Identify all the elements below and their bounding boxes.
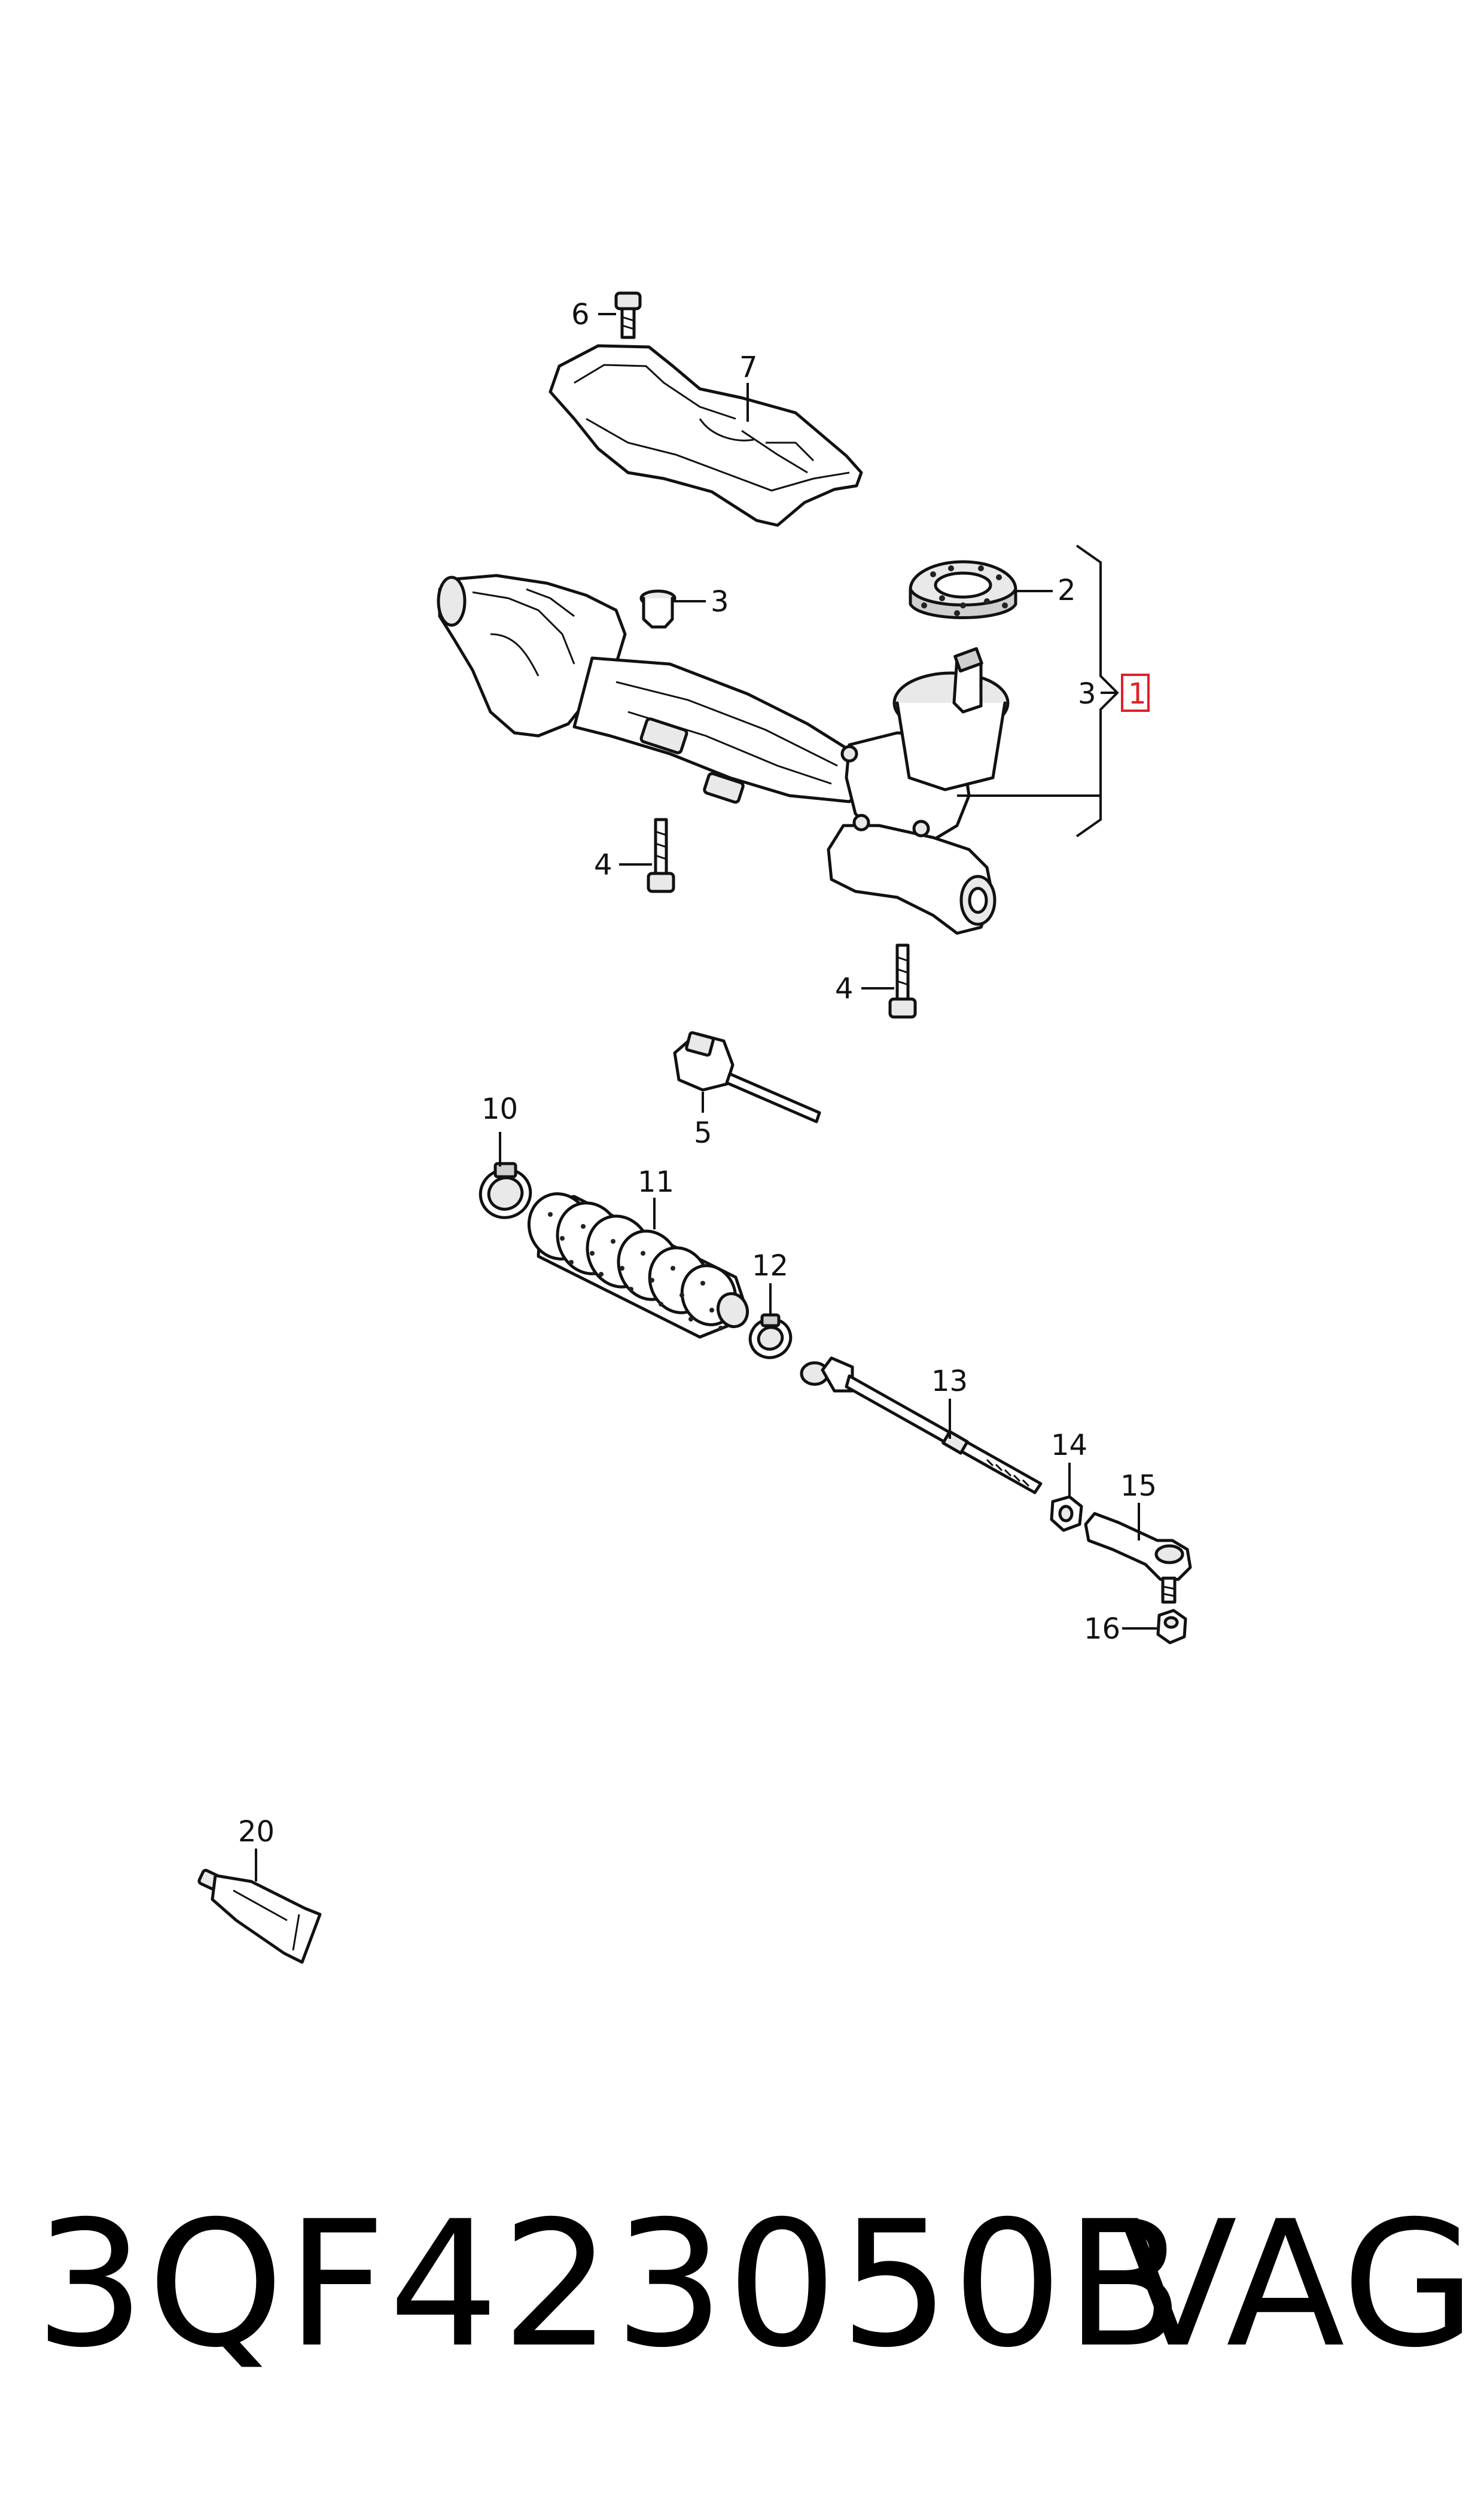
callout-1-highlight[interactable]: 1 — [1121, 674, 1150, 712]
callout-12: 12 — [752, 1249, 788, 1316]
part-4-bolt-left[interactable] — [647, 818, 675, 893]
callout-11: 11 — [638, 1165, 674, 1229]
part-14-nut[interactable] — [1050, 1495, 1083, 1532]
svg-text:16: 16 — [1084, 1612, 1120, 1646]
svg-text:20: 20 — [238, 1815, 275, 1849]
callout-15: 15 — [1120, 1469, 1157, 1540]
svg-text:1: 1 — [1128, 677, 1147, 711]
brand-label: VAG — [1119, 2184, 1476, 2386]
svg-text:11: 11 — [638, 1165, 674, 1199]
callout-16: 16 — [1084, 1612, 1157, 1646]
part-6-bolt[interactable] — [614, 291, 642, 339]
part-7-heat-shield[interactable] — [548, 344, 863, 527]
part-15-tie-rod-end[interactable] — [1084, 1512, 1192, 1604]
svg-text:14: 14 — [1051, 1429, 1087, 1462]
svg-text:2: 2 — [1058, 574, 1076, 607]
part-3-fitting[interactable] — [639, 589, 677, 629]
callout-1-bracket — [957, 544, 1119, 838]
part-16-nut[interactable] — [1156, 1609, 1187, 1645]
svg-text:7: 7 — [739, 351, 758, 384]
callout-3-assembly: 3 — [1078, 677, 1096, 711]
callout-20: 20 — [238, 1815, 275, 1881]
callout-3-fitting: 3 — [675, 585, 729, 619]
callout-14: 14 — [1051, 1429, 1087, 1496]
svg-text:10: 10 — [482, 1092, 518, 1126]
svg-text:3: 3 — [711, 585, 729, 619]
svg-text:15: 15 — [1120, 1469, 1157, 1503]
callout-7: 7 — [739, 351, 758, 422]
part-1-steering-rack[interactable] — [437, 574, 1010, 935]
part-10-clamp[interactable] — [474, 1162, 537, 1225]
svg-text:4: 4 — [835, 972, 854, 1006]
svg-text:5: 5 — [694, 1116, 712, 1150]
part-13-tie-rod[interactable] — [800, 1356, 1043, 1494]
callout-4-left: 4 — [594, 848, 652, 882]
callout-2: 2 — [1016, 574, 1076, 607]
footer: 3QF423050B VAG — [0, 2178, 1484, 2393]
part-11-boot[interactable] — [520, 1185, 752, 1339]
part-20-grease-tube[interactable] — [197, 1868, 322, 1964]
part-12-clamp[interactable] — [745, 1313, 796, 1363]
part-2-seal[interactable] — [909, 560, 1017, 619]
callout-10: 10 — [482, 1092, 518, 1167]
svg-text:6: 6 — [571, 298, 590, 331]
callout-13: 13 — [931, 1365, 968, 1439]
svg-text:12: 12 — [752, 1249, 788, 1283]
part-4-bolt-right[interactable] — [888, 943, 917, 1019]
callout-6: 6 — [571, 298, 616, 331]
callout-4-right: 4 — [835, 972, 894, 1006]
svg-text:3: 3 — [1078, 677, 1096, 711]
svg-text:4: 4 — [594, 848, 613, 882]
callout-5: 5 — [694, 1092, 712, 1150]
svg-text:13: 13 — [931, 1365, 968, 1398]
part-number: 3QF423050B — [35, 2184, 1187, 2386]
part-5-sensor[interactable] — [673, 1031, 821, 1123]
